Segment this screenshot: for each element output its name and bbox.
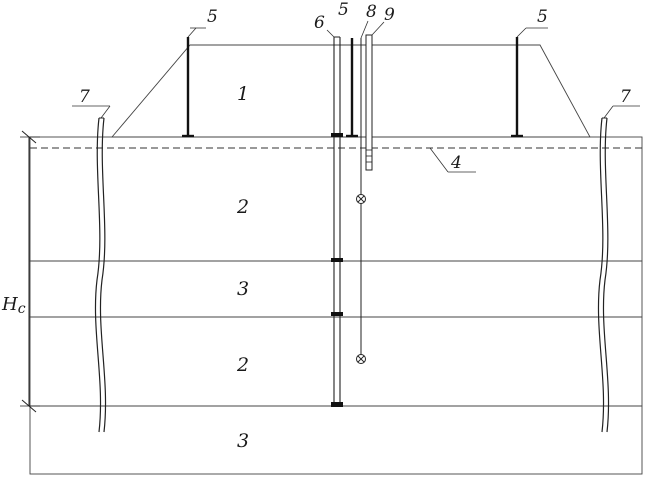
- piezometer: [365, 34, 373, 171]
- label-embankment: 1: [237, 83, 249, 105]
- label-settlement-marker-center: 5: [338, 0, 349, 20]
- label-water-level: 4: [450, 153, 462, 173]
- leader-5-left-diag: [187, 27, 197, 38]
- clay-layer-upper: [29, 136, 643, 262]
- thickness-dimension: [20, 130, 40, 413]
- leader-6: [326, 29, 335, 38]
- sand-layer-middle: [29, 260, 643, 318]
- vertical-drain-right: [597, 117, 610, 433]
- label-sand-bottom: 3: [237, 430, 249, 452]
- leader-4: [429, 147, 449, 173]
- label-deep-benchmark: 6: [314, 13, 325, 33]
- label-settlement-marker-left: 5: [207, 7, 218, 27]
- vertical-drain-left: [94, 117, 107, 433]
- label-sand-middle: 3: [237, 278, 249, 300]
- leader-5-right: [516, 27, 527, 38]
- label-vertical-drain-left: 7: [79, 87, 90, 107]
- deep-benchmark: [331, 36, 343, 407]
- settlement-marker-right: [511, 37, 523, 138]
- settlement-marker-center: [346, 38, 358, 138]
- leader-9: [371, 21, 385, 36]
- label-settlement-marker-right: 5: [537, 7, 548, 27]
- leader-7-left: [100, 105, 111, 119]
- sand-layer-bottom: [29, 405, 643, 475]
- leader-8: [360, 20, 369, 39]
- label-extensometer: 8: [366, 2, 377, 22]
- clay-layer-lower: [29, 316, 643, 407]
- label-piezometer: 9: [384, 5, 395, 25]
- label-clay-lower: 2: [236, 354, 249, 376]
- label-clay-upper: 2: [236, 196, 249, 218]
- label-thickness: Hc: [1, 294, 26, 317]
- settlement-marker-left: [182, 37, 194, 138]
- leader-7-right: [603, 105, 614, 119]
- label-vertical-drain-right: 7: [620, 87, 631, 107]
- extensometer: [356, 38, 366, 364]
